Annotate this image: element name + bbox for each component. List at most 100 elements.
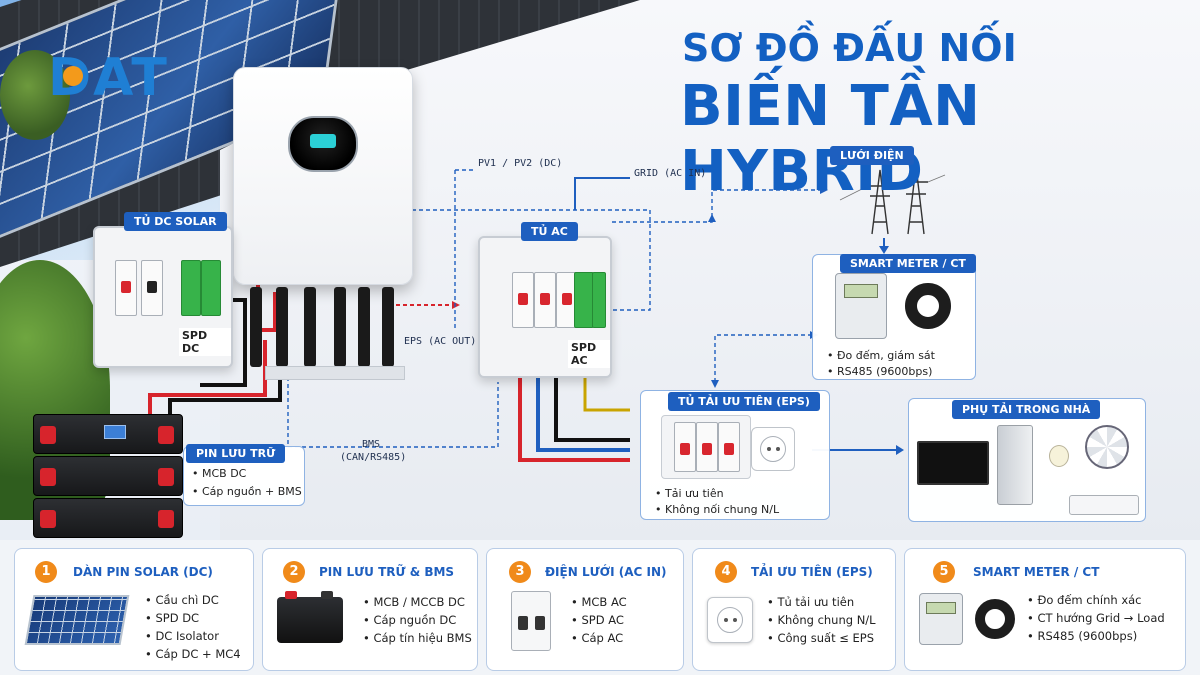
tv-icon <box>917 441 989 485</box>
inverter-port <box>334 287 346 367</box>
battery-icon <box>277 591 343 643</box>
battery-module-icon <box>33 498 183 538</box>
home-loads-tag: PHỤ TẢI TRONG NHÀ <box>952 400 1101 419</box>
card-grid-ac-in: 3 ĐIỆN LƯỚI (AC IN) • MCB AC • SPD AC • … <box>486 548 684 671</box>
lightbulb-icon <box>1049 445 1069 467</box>
ac-breaker-icon <box>512 272 534 328</box>
inverter-port <box>382 287 394 367</box>
card-title: PIN LƯU TRỮ & BMS <box>319 565 455 579</box>
ct-clamp-icon <box>905 283 951 329</box>
card-bullet: • CT hướng Grid → Load <box>1027 611 1165 625</box>
battery-module-icon <box>33 414 183 454</box>
card-number: 1 <box>35 561 57 583</box>
grid-tag: LƯỚI ĐIỆN <box>830 146 914 165</box>
sun-icon <box>63 66 83 86</box>
card-number: 5 <box>933 561 955 583</box>
meter-bullet: • Đo đếm, giám sát <box>827 349 935 362</box>
card-bullet: • Cáp DC + MC4 <box>145 647 241 661</box>
page-title-line1: SƠ ĐỒ ĐẤU NỐI <box>682 26 1017 70</box>
socket-icon <box>751 427 795 471</box>
wire-bms <box>287 370 499 448</box>
eps-breakers-icon <box>661 415 751 479</box>
card-bullet: • Công suất ≤ EPS <box>767 631 875 645</box>
wire-grid <box>574 177 630 210</box>
brand-logo: DAT <box>48 48 169 108</box>
spd-dc-icon <box>181 260 201 316</box>
card-bullet: • SPD DC <box>145 611 200 625</box>
socket-icon <box>707 597 753 643</box>
inverter-display-icon <box>288 116 358 172</box>
label-pv: PV1 / PV2 (DC) <box>478 158 563 169</box>
ac-cabinet-tag: TỦ AC <box>521 222 578 241</box>
card-number: 2 <box>283 561 305 583</box>
inverter-port <box>250 287 262 367</box>
card-bullet: • Cáp AC <box>571 631 624 645</box>
spd-ac-icon <box>574 272 594 328</box>
smart-meter-icon <box>835 273 887 339</box>
tree-icon <box>0 50 70 140</box>
spd-dc-label: SPD DC <box>179 328 231 356</box>
card-title: TẢI ƯU TIÊN (EPS) <box>751 565 873 579</box>
card-number: 3 <box>509 561 531 583</box>
card-battery-bms: 2 PIN LƯU TRỮ & BMS • MCB / MCCB DC • Cá… <box>262 548 478 671</box>
card-bullet: • RS485 (9600bps) <box>1027 629 1138 643</box>
card-solar-dc: 1 DÀN PIN SOLAR (DC) • Cầu chì DC • SPD … <box>14 548 254 671</box>
card-priority-eps: 4 TẢI ƯU TIÊN (EPS) • Tủ tải ưu tiên • K… <box>692 548 896 671</box>
dc-isolator-icon <box>141 260 163 316</box>
spd-ac-icon <box>592 272 606 328</box>
card-bullet: • Cáp tín hiệu BMS <box>363 631 472 645</box>
eps-bullet: • Tải ưu tiên <box>655 487 724 500</box>
label-grid: GRID (AC IN) <box>634 168 707 179</box>
eps-tag: TỦ TẢI ƯU TIÊN (EPS) <box>668 392 820 411</box>
card-bullet: • Tủ tải ưu tiên <box>767 595 855 609</box>
ac-cabinet: SPD AC <box>478 236 612 378</box>
spd-dc-icon <box>201 260 221 316</box>
inverter-port <box>358 287 370 367</box>
breaker-icon <box>511 591 551 651</box>
battery-bullet: • Cáp nguồn + BMS <box>192 485 302 498</box>
card-title: ĐIỆN LƯỚI (AC IN) <box>545 565 667 579</box>
solar-panel-icon <box>24 595 130 645</box>
wire-to-grid <box>612 189 820 223</box>
pylon-icon <box>839 165 946 235</box>
wire-pv-dashed <box>454 169 475 330</box>
eps-box: • Tải ưu tiên • Không nối chung N/L <box>640 390 830 520</box>
fan-icon <box>1085 425 1129 469</box>
ct-clamp-icon <box>975 599 1015 639</box>
card-bullet: • MCB / MCCB DC <box>363 595 465 609</box>
wire-pv-black <box>200 298 247 387</box>
page-title-line2: BIẾN TẦN HYBRID <box>680 74 981 204</box>
card-title: DÀN PIN SOLAR (DC) <box>73 565 213 579</box>
dc-breaker-icon <box>115 260 137 316</box>
card-bullet: • Đo đếm chính xác <box>1027 593 1142 607</box>
card-title: SMART METER / CT <box>973 565 1100 579</box>
spd-ac-label: SPD AC <box>568 340 610 368</box>
label-eps: EPS (AC OUT) <box>404 336 477 347</box>
air-conditioner-icon <box>1069 495 1139 515</box>
label-bms-protocol: (CAN/RS485) <box>340 452 407 463</box>
meter-bullet: • RS485 (9600bps) <box>827 365 933 378</box>
inverter-port <box>304 287 316 367</box>
battery-module-icon <box>33 456 183 496</box>
card-bullet: • Cáp nguồn DC <box>363 613 457 627</box>
hybrid-inverter <box>233 67 413 285</box>
card-bullet: • DC Isolator <box>145 629 219 643</box>
dc-solar-cabinet: SPD DC <box>93 226 233 368</box>
card-bullet: • MCB AC <box>571 595 627 609</box>
card-smart-meter: 5 SMART METER / CT • Đo đếm chính xác • … <box>904 548 1186 671</box>
card-number: 4 <box>715 561 737 583</box>
smart-meter-tag: SMART METER / CT <box>840 254 976 273</box>
fridge-icon <box>997 425 1033 505</box>
label-bms: BMS <box>362 439 381 450</box>
battery-tag: PIN LƯU TRỮ <box>186 444 286 463</box>
inverter-port <box>276 287 288 367</box>
card-bullet: • SPD AC <box>571 613 624 627</box>
ac-breaker-icon <box>534 272 556 328</box>
smart-meter-icon <box>919 593 963 645</box>
card-bullet: • Không chung N/L <box>767 613 876 627</box>
card-bullet: • Cầu chì DC <box>145 593 219 607</box>
cable-tray <box>265 366 405 380</box>
eps-bullet: • Không nối chung N/L <box>655 503 780 516</box>
battery-bullet: • MCB DC <box>192 467 247 480</box>
smart-meter-box: • Đo đếm, giám sát • RS485 (9600bps) <box>812 254 976 380</box>
